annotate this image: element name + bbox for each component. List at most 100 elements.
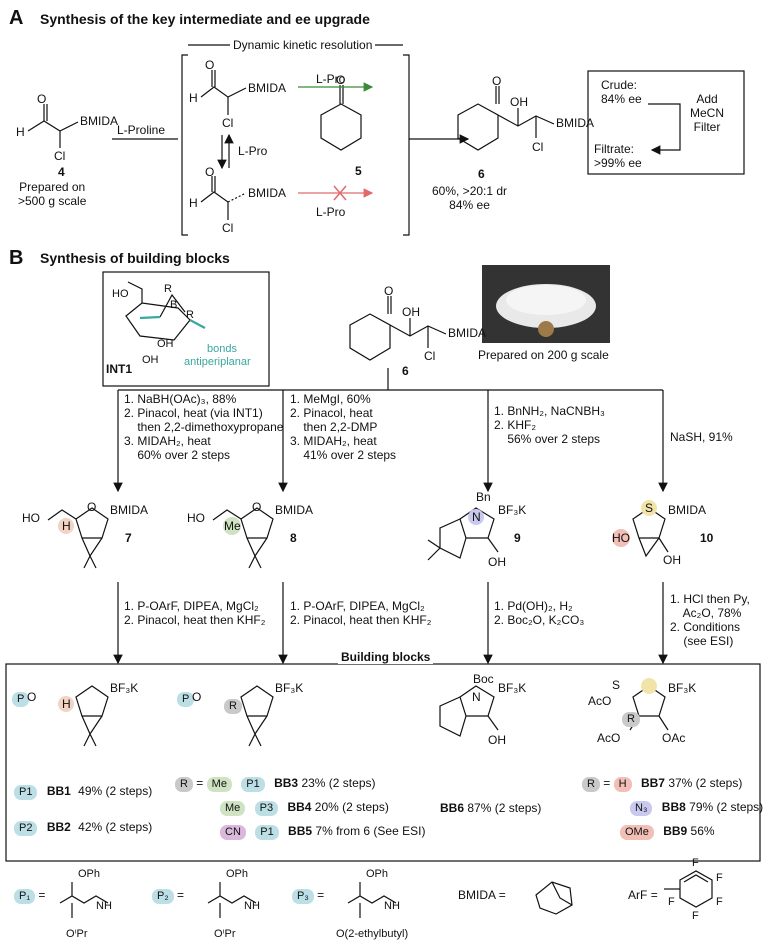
bb1-p-tag: P — [12, 689, 30, 707]
step2-route-2: 1. P-OArF, DIPEA, MgCl₂ 2. Pinacol, heat… — [290, 599, 432, 627]
c9-oh: OH — [488, 555, 506, 569]
bb5-row: CN P1 BB5 7% from 6 (See ESI) — [220, 824, 425, 840]
compound-9-label: 9 — [514, 531, 521, 545]
bb1-o: O — [27, 690, 37, 704]
arf-f-1: F — [692, 857, 699, 869]
c9-n: N — [472, 510, 481, 524]
legend-bmida: BMIDA = — [458, 888, 506, 902]
l-proline-label: L-Proline — [117, 123, 166, 137]
section-letter-a: A — [9, 7, 24, 29]
legend-p1-nh: NH — [96, 900, 112, 912]
equilibrium-lpro: L-Pro — [238, 144, 268, 158]
c7-ho: HO — [22, 511, 40, 525]
dkr-bottom-h: H — [189, 196, 198, 210]
c8-bmida: BMIDA — [275, 503, 314, 517]
legend-p3: P₃ = — [292, 888, 324, 904]
dkr-top-h: H — [189, 91, 198, 105]
compound-10-label: 10 — [700, 531, 714, 545]
bb7-aco-top: AcO — [588, 694, 612, 708]
bb6-row: BB6 87% (2 steps) — [440, 801, 542, 815]
c8-o: O — [252, 500, 262, 514]
bb7-row: R = H BB7 37% (2 steps) — [582, 776, 742, 792]
arf-f-3: F — [716, 896, 723, 908]
c4-cl: Cl — [54, 149, 66, 163]
prep4-note: Prepared on >500 g scale — [18, 180, 87, 208]
dkr-top-o: O — [205, 58, 215, 72]
section-letter-b: B — [9, 247, 24, 269]
c10-ho: HO — [612, 531, 630, 545]
legend-p2-oph: OPh — [226, 868, 249, 880]
dkr-top-cl: Cl — [222, 116, 234, 130]
int1-r-top: R — [164, 283, 172, 295]
bb6-oh: OH — [488, 733, 506, 747]
c8-ho: HO — [187, 511, 205, 525]
c4-h: H — [16, 125, 25, 139]
route-2-conditions: 1. MeMgI, 60% 2. Pinacol, heat then 2,2-… — [290, 392, 397, 462]
bb7-bf3k: BF₃K — [668, 681, 697, 695]
dkr-label: Dynamic kinetic resolution — [230, 38, 376, 52]
bb2-row: P2 BB2 42% (2 steps) — [14, 820, 152, 836]
bb6-bf3k: BF₃K — [498, 681, 527, 695]
c9-bf3k: BF₃K — [498, 503, 527, 517]
int1-label: INT1 — [106, 362, 133, 376]
int1-oh-b: OH — [142, 354, 159, 366]
arf-f-2: F — [716, 872, 723, 884]
legend-p3-nh: NH — [384, 900, 400, 912]
legend-p3-oph: OPh — [366, 868, 389, 880]
bb3-o: O — [192, 690, 202, 704]
bb1-h: H — [62, 697, 71, 711]
c6-cl: Cl — [532, 140, 544, 154]
step2-route-1: 1. P-OArF, DIPEA, MgCl₂ 2. Pinacol, heat… — [124, 599, 266, 627]
bonds-label: bonds — [207, 343, 237, 355]
compound-4-label: 4 — [58, 165, 65, 179]
c7-h: H — [62, 519, 71, 533]
int1-r-right: R — [186, 309, 194, 321]
compound-6-label: 6 — [478, 167, 485, 181]
bb6-n: N — [472, 690, 481, 704]
c6-yield: 60%, >20:1 dr 84% ee — [432, 184, 508, 212]
bb3-row: R = Me P1 BB3 23% (2 steps) — [175, 776, 376, 792]
legend-p2: P₂ = — [152, 888, 184, 904]
b6-cl: Cl — [424, 349, 436, 363]
bb3-bf3k: BF₃K — [275, 681, 304, 695]
bb3-p-tag: P — [177, 689, 195, 707]
int1-oh-a: OH — [157, 338, 174, 350]
c4-bmida: BMIDA — [80, 114, 119, 128]
int1-b: B — [170, 299, 178, 311]
c10-s: S — [645, 501, 654, 515]
step2-route-4: 1. HCl then Py, Ac₂O, 78% 2. Conditions … — [670, 592, 750, 648]
c7-o: O — [87, 500, 97, 514]
bb3-r-tag: R — [224, 696, 242, 714]
green-arrow-lpro: L-Pro — [316, 72, 346, 86]
legend-p1-opr: OⁱPr — [66, 928, 88, 940]
route-3-conditions: 1. BnNH₂, NaCNBH₃ 2. KHF₂ 56% over 2 ste… — [494, 404, 605, 446]
bb1-bf3k: BF₃K — [110, 681, 139, 695]
c6-bmida: BMIDA — [556, 116, 595, 130]
legend-arf: ArF = — [628, 888, 658, 902]
legend-p1-oph: OPh — [78, 868, 101, 880]
section-a-title: Synthesis of the key intermediate and ee… — [40, 11, 370, 27]
compound-8-label: 8 — [290, 531, 297, 545]
b6-o: O — [384, 284, 394, 298]
dkr-bottom-o: O — [205, 165, 215, 179]
c9-bn: Bn — [476, 490, 491, 504]
legend-p2-opr: OⁱPr — [214, 928, 236, 940]
c6-o: O — [492, 74, 502, 88]
dkr-bottom-cl: Cl — [222, 221, 234, 235]
b6-oh: OH — [402, 305, 420, 319]
legend-p1: P₁ = — [14, 888, 45, 904]
bb1-row: P1 BB1 49% (2 steps) — [14, 784, 152, 800]
c8-me: Me — [224, 519, 241, 533]
bb4-row: Me P3 BB4 20% (2 steps) — [220, 800, 389, 816]
c4-o: O — [37, 92, 47, 106]
dkr-top-bmida: BMIDA — [248, 81, 287, 95]
c5-o: O — [336, 73, 346, 87]
c10-bmida: BMIDA — [668, 503, 707, 517]
filtrate-ee: Filtrate: >99% ee — [594, 142, 642, 170]
building-blocks-title: Building blocks — [338, 650, 434, 664]
red-arrow-lpro: L-Pro — [316, 205, 346, 219]
c7-bmida: BMIDA — [110, 503, 149, 517]
b-compound-6-label: 6 — [402, 364, 409, 378]
step2-route-3: 1. Pd(OH)₂, H₂ 2. Boc₂O, K₂CO₃ — [494, 599, 585, 627]
add-mecn-filter: Add MeCN Filter — [690, 92, 725, 134]
